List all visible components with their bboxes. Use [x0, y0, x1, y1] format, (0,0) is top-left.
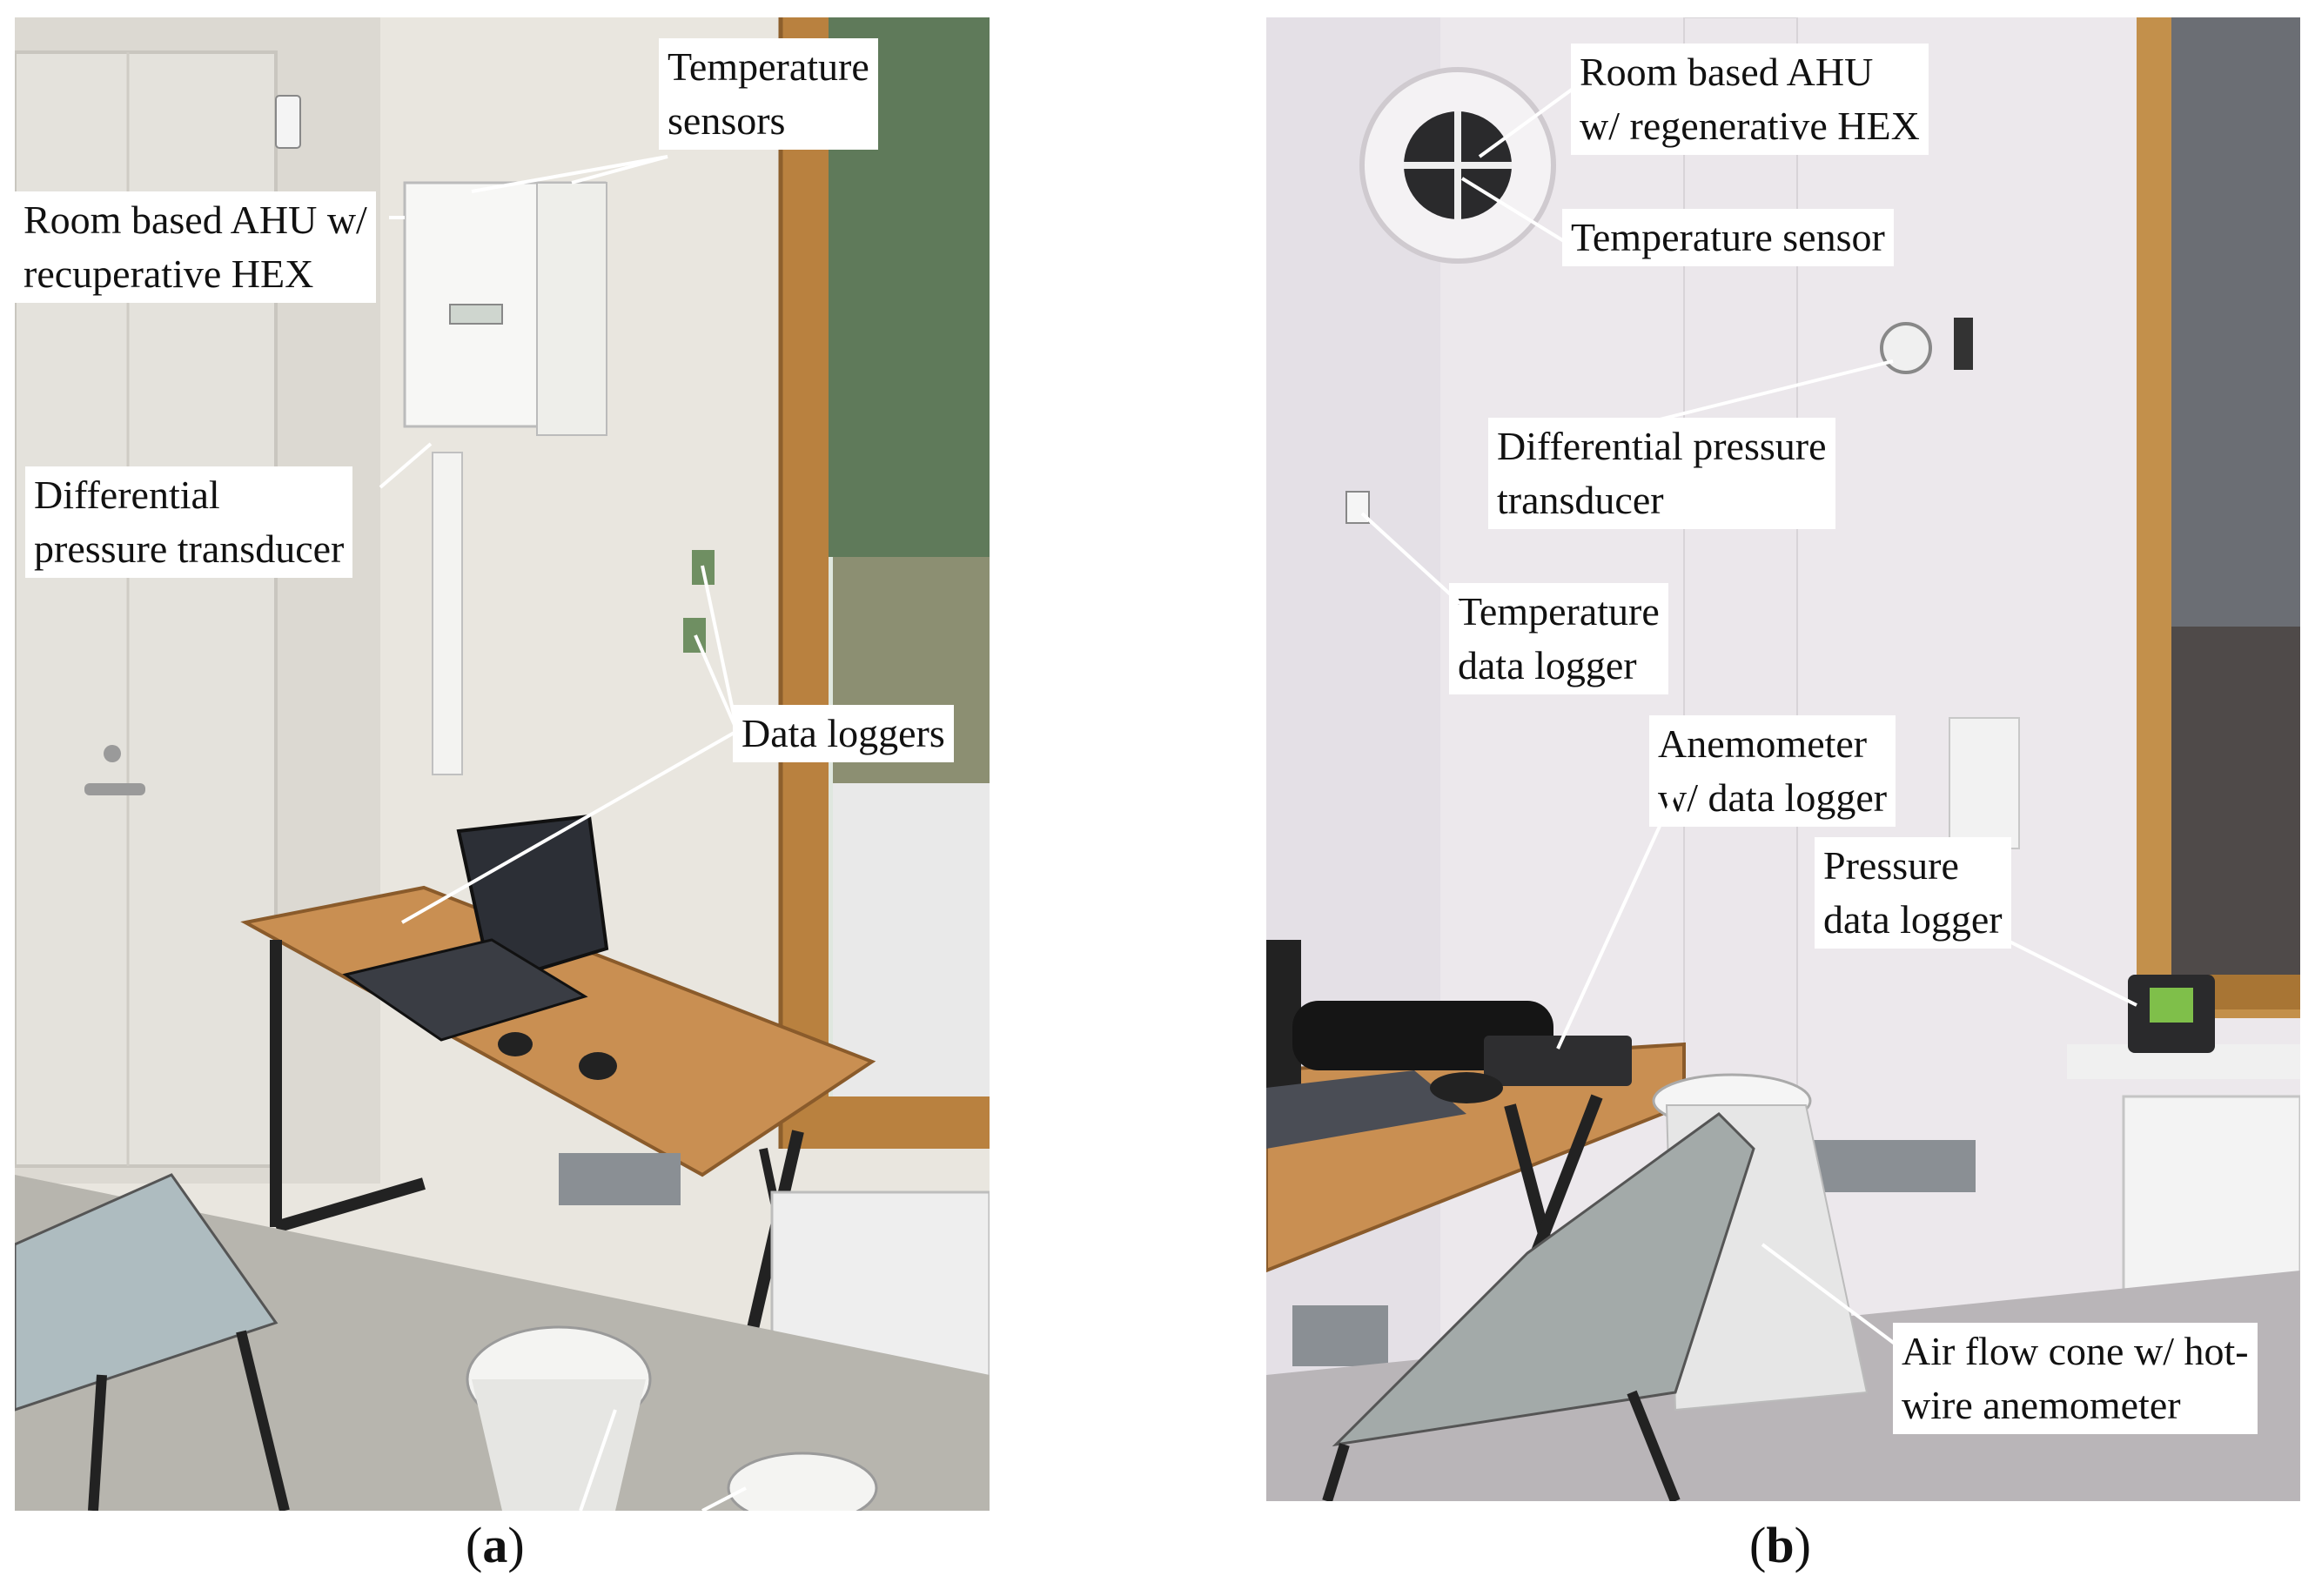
label-ahu-regenerative: Room based AHU w/ regenerative HEX — [1571, 44, 1929, 155]
caption-b-letter: b — [1766, 1517, 1795, 1573]
desk — [240, 885, 876, 1177]
photo-panel-b: Room based AHU w/ regenerative HEX Tempe… — [1266, 17, 2300, 1501]
door-handle — [84, 783, 145, 795]
label-temperature-sensors: Temperature sensors — [659, 38, 878, 150]
label-temperature-data-logger: Temperature data logger — [1449, 583, 1668, 694]
pressure-gauge — [1880, 322, 1932, 374]
label-differential-pressure-transducer: Differential pressure transducer — [25, 466, 353, 578]
anemometer-logger — [1484, 1036, 1632, 1086]
label-differential-pressure-transducer: Differential pressure transducer — [1488, 418, 1835, 529]
caption-b: (b) — [1749, 1517, 1811, 1573]
caption-a-letter: a — [482, 1517, 508, 1573]
caption-a: (a) — [466, 1517, 525, 1573]
chair — [1332, 1112, 1755, 1447]
chair — [15, 1173, 278, 1412]
label-air-flow-cone: Air flow cone w/ hot- wire anemometer — [1893, 1323, 2258, 1434]
photo-panel-a: Temperature sensors Room based AHU w/ re… — [15, 17, 990, 1511]
label-temperature-sensor: Temperature sensor — [1562, 209, 1894, 266]
label-ahu-recuperative: Room based AHU w/ recuperative HEX — [15, 191, 376, 303]
label-data-loggers: Data loggers — [733, 705, 954, 762]
label-anemometer-data-logger: Anemometer w/ data logger — [1649, 715, 1896, 827]
label-pressure-data-logger: Pressure data logger — [1815, 837, 2011, 949]
laptop-base — [342, 938, 588, 1042]
